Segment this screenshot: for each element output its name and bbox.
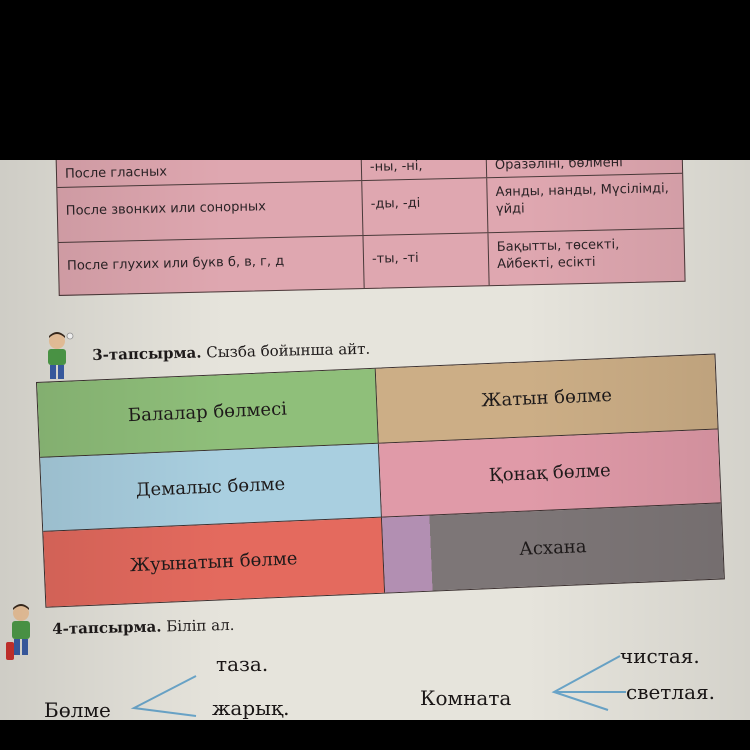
right-branch-2: светлая. [626, 680, 715, 704]
task3-instruction: Сызба бойынша айт. [206, 339, 371, 362]
left-branch-2: жарық. [212, 696, 290, 720]
textbook-page: После гласных -ны, -ні, Оразәліні, бөлме… [0, 160, 750, 720]
rooms-diagram: Балалар бөлмесі Жатын бөлме Демалыс бөлм… [36, 353, 725, 608]
boy-illustration-icon [48, 332, 74, 379]
task4-instruction: Біліп ал. [166, 615, 235, 636]
right-branch-lines [551, 655, 626, 711]
task3-heading: 3-тапсырма. Сызба бойынша айт. [92, 340, 370, 364]
suffix-cell: -ды, -ді [362, 178, 489, 236]
room-label: Жуынатын бөлме [129, 548, 298, 577]
task3-number: 3-тапсырма. [92, 343, 202, 364]
room-label: Қонақ бөлме [488, 460, 612, 487]
room-cell: Асхана [381, 503, 724, 593]
right-root-word: Комната [420, 686, 512, 710]
examples-cell: Бақытты, төсекті, Айбекті, есікті [496, 237, 620, 273]
room-cell: Демалыс бөлме [40, 443, 382, 533]
room-cell: Балалар бөлмесі [37, 368, 379, 458]
left-branch-lines [130, 675, 197, 717]
right-branch-1: чистая. [620, 644, 700, 668]
room-label: Демалыс бөлме [135, 473, 286, 501]
condition-cell: После глухих или букв б, в, г, д [58, 236, 365, 295]
condition-cell: После звонких или сонорных [57, 181, 364, 242]
suffix-cell: -ты, -ті [363, 233, 490, 289]
room-cell: Жатын бөлме [375, 354, 718, 444]
examples-cell: Аянды, нанды, Мүсілімді, үйді [495, 181, 670, 218]
task4-number: 4-тапсырма. [52, 617, 162, 638]
boy-with-bag-icon [6, 604, 30, 660]
room-cell: Жуынатын бөлме [43, 517, 386, 607]
left-root-word: Бөлме [44, 698, 111, 720]
room-label: Асхана [518, 536, 587, 561]
room-label: Жатын бөлме [480, 385, 613, 412]
room-label: Балалар бөлмесі [127, 398, 288, 427]
left-branch-1: таза. [216, 652, 269, 676]
room-cell: Қонақ бөлме [378, 429, 721, 518]
suffix-cell: -ны, -ні, [360, 160, 488, 181]
task4-heading: 4-тапсырма. Біліп ал. [52, 616, 235, 638]
suffix-table: После гласных -ны, -ні, Оразәліні, бөлме… [55, 160, 686, 296]
